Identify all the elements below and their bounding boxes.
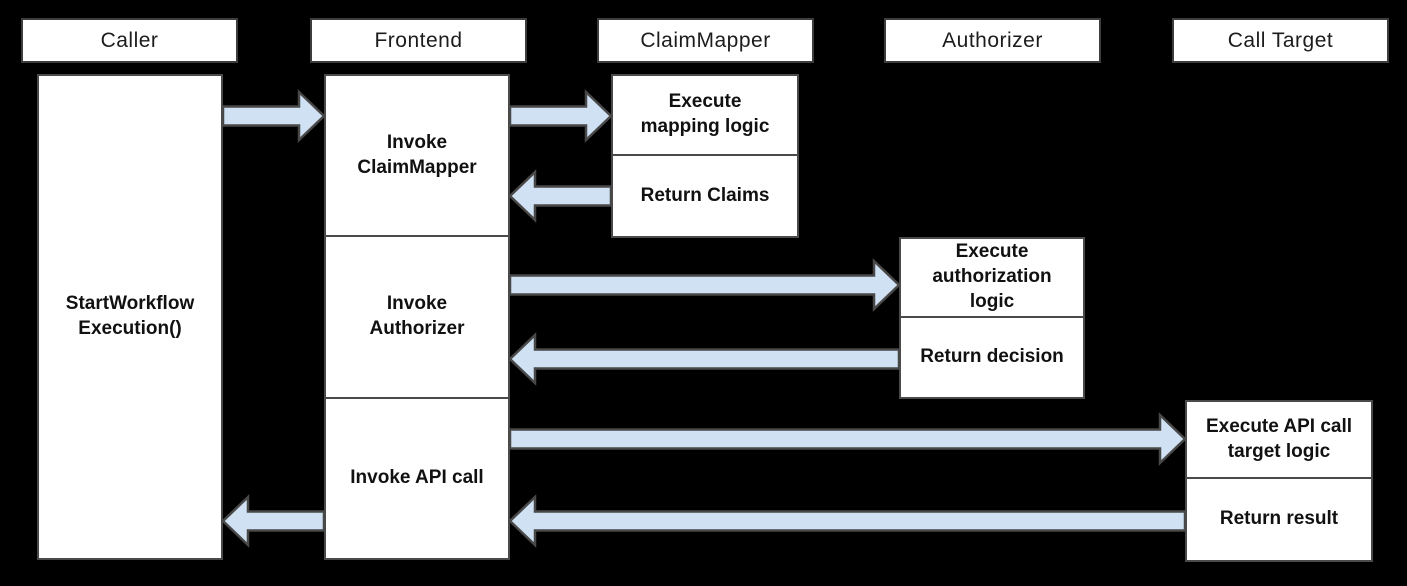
activity-return-claims: Return Claims bbox=[611, 154, 799, 238]
arrow-frontend-to-caller bbox=[221, 494, 326, 548]
participant-header-frontend: Frontend bbox=[310, 18, 527, 63]
arrow-claimmapper-to-frontend bbox=[508, 169, 613, 223]
arrow-frontend-to-claimmapper bbox=[508, 89, 613, 143]
activity-label: Return decision bbox=[920, 346, 1064, 368]
activity-label: Return Claims bbox=[640, 184, 770, 206]
activity-return-decision: Return decision bbox=[899, 316, 1085, 399]
arrow-left-shape bbox=[508, 332, 901, 386]
arrow-left-shape bbox=[508, 494, 1187, 548]
activity-label: StartWorkflow Execution() bbox=[65, 293, 195, 339]
arrow-left-shape bbox=[221, 494, 326, 548]
activity-invoke-api-call: Invoke API call bbox=[324, 397, 510, 560]
activity-label: Invoke API call bbox=[350, 467, 484, 489]
arrow-calltarget-to-frontend bbox=[508, 494, 1187, 548]
activity-label: Execute API call target logic bbox=[1205, 415, 1353, 462]
activity-execute-api-call-target-logic: Execute API call target logic bbox=[1185, 400, 1373, 479]
arrow-caller-to-frontend bbox=[221, 89, 326, 143]
activity-startworkflow-execution: StartWorkflow Execution() bbox=[37, 74, 223, 560]
arrow-right-shape bbox=[508, 412, 1187, 466]
activity-label: Return result bbox=[1219, 508, 1339, 530]
activity-execute-mapping-logic: Execute mapping logic bbox=[611, 74, 799, 156]
activity-label: Execute mapping logic bbox=[640, 91, 770, 137]
activity-return-result: Return result bbox=[1185, 477, 1373, 562]
arrow-right-shape bbox=[221, 89, 326, 143]
activity-invoke-authorizer: Invoke Authorizer bbox=[324, 235, 510, 399]
activity-label: Execute authorization logic bbox=[932, 241, 1052, 312]
arrow-right-shape bbox=[508, 258, 901, 312]
arrow-authorizer-to-frontend bbox=[508, 332, 901, 386]
activity-label: Invoke ClaimMapper bbox=[357, 131, 477, 178]
arrow-frontend-to-calltarget bbox=[508, 412, 1187, 466]
arrow-right-shape bbox=[508, 89, 613, 143]
arrow-left-shape bbox=[508, 169, 613, 223]
participant-header-caller: Caller bbox=[21, 18, 238, 63]
activity-invoke-claimmapper: Invoke ClaimMapper bbox=[324, 74, 510, 237]
participant-header-calltarget: Call Target bbox=[1172, 18, 1389, 63]
activity-execute-authorization-logic: Execute authorization logic bbox=[899, 237, 1085, 318]
participant-header-claimmapper: ClaimMapper bbox=[597, 18, 814, 63]
participant-header-authorizer: Authorizer bbox=[884, 18, 1101, 63]
activity-label: Invoke Authorizer bbox=[369, 293, 465, 339]
arrow-frontend-to-authorizer bbox=[508, 258, 901, 312]
